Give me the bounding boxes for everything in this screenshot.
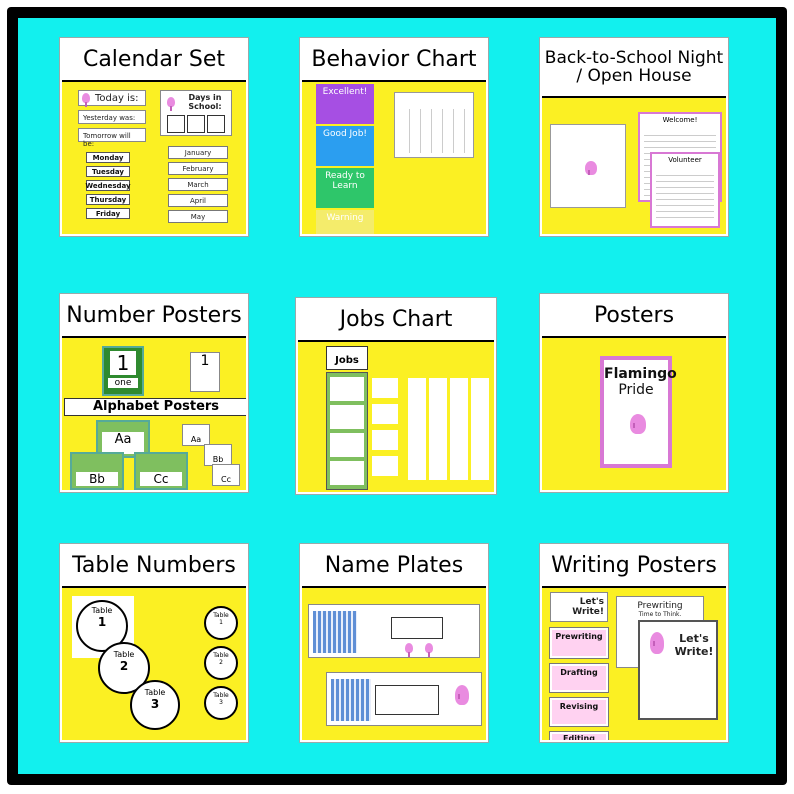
alphabet-card-b: Bb bbox=[70, 452, 124, 490]
number-word: one bbox=[108, 378, 138, 388]
flamingo-icon bbox=[650, 632, 664, 654]
today-card: Today is: bbox=[78, 90, 146, 107]
table-number-small-3: Table 3 bbox=[204, 686, 238, 720]
flyer-sheet bbox=[550, 124, 626, 208]
flamingo-icon bbox=[82, 93, 90, 107]
tile-title: Writing Posters bbox=[542, 546, 726, 588]
volunteer-sheet: Volunteer bbox=[650, 152, 720, 228]
table-number-small-2: Table 2 bbox=[204, 646, 238, 680]
alphabet-small-c: Cc bbox=[212, 464, 240, 486]
table-number-3: Table 3 bbox=[130, 680, 180, 730]
flamingo-icon bbox=[455, 685, 469, 705]
name-plate-1 bbox=[308, 604, 480, 658]
month-label: May bbox=[168, 210, 228, 223]
tile-back-to-school[interactable]: Back-to-School Night / Open House Welcom… bbox=[539, 37, 729, 237]
job-name-cards bbox=[372, 378, 398, 482]
flamingo-icon bbox=[167, 97, 175, 111]
alphabet-small-b: Bb bbox=[204, 444, 232, 466]
job-cards-grid bbox=[408, 378, 490, 480]
tile-posters[interactable]: Posters Flamingo Pride bbox=[539, 293, 729, 493]
writing-step-label: Drafting bbox=[549, 663, 609, 693]
table-number-small-1: Table 1 bbox=[204, 606, 238, 640]
number-digit: 1 bbox=[110, 351, 136, 375]
behavior-level-ready: Ready to Learn bbox=[316, 168, 374, 208]
tile-jobs-chart[interactable]: Jobs Chart Jobs bbox=[295, 297, 497, 495]
lets-write-card: Let's Write! bbox=[550, 592, 608, 622]
calendar-sheet bbox=[394, 92, 474, 158]
tile-title: Calendar Set bbox=[62, 40, 246, 82]
lets-write-poster: Let's Write! bbox=[638, 620, 718, 720]
alphabet-card-c: Cc bbox=[134, 452, 188, 490]
volunteer-label: Volunteer bbox=[668, 156, 702, 164]
poster-line2: Pride bbox=[618, 382, 654, 398]
tile-table-numbers[interactable]: Table Numbers Table 1 Table 2 Table 3 Ta… bbox=[59, 543, 249, 743]
writing-step-label: Prewriting bbox=[549, 627, 609, 659]
days-in-school-card: Days in School: bbox=[160, 90, 232, 136]
flamingo-icon bbox=[585, 161, 597, 175]
name-plate-2 bbox=[326, 672, 482, 726]
tile-title: Posters bbox=[542, 296, 726, 338]
weekday-label: Tuesday bbox=[86, 166, 130, 177]
tile-number-posters[interactable]: Number Posters 1 one 1 Alphabet Posters … bbox=[59, 293, 249, 493]
collage-board: Calendar Set Today is: Yesterday was: To… bbox=[18, 18, 776, 774]
behavior-level-good-job: Good Job! bbox=[316, 126, 374, 166]
tile-title: Jobs Chart bbox=[298, 300, 494, 342]
month-label: March bbox=[168, 178, 228, 191]
alphabet-posters-title: Alphabet Posters bbox=[64, 398, 246, 416]
writing-step-label: Revising bbox=[549, 697, 609, 727]
tile-writing-posters[interactable]: Writing Posters Let's Write! Prewriting … bbox=[539, 543, 729, 743]
writing-step-label: Editing bbox=[549, 731, 609, 740]
behavior-level-excellent: Excellent! bbox=[316, 84, 374, 124]
month-label: January bbox=[168, 146, 228, 159]
poster-line1: Flamingo bbox=[604, 366, 677, 382]
weekday-label: Monday bbox=[86, 152, 130, 163]
tile-title: Behavior Chart bbox=[302, 40, 486, 82]
today-label: Today is: bbox=[95, 93, 139, 104]
outer-frame: Calendar Set Today is: Yesterday was: To… bbox=[7, 7, 787, 785]
flamingo-icon bbox=[425, 643, 433, 657]
tomorrow-card: Tomorrow will be: bbox=[78, 128, 146, 148]
tile-behavior-chart[interactable]: Behavior Chart Excellent! Good Job! Read… bbox=[299, 37, 489, 237]
flamingo-icon bbox=[405, 643, 413, 657]
tile-title: Number Posters bbox=[62, 296, 246, 338]
number-poster-forest: 1 one bbox=[102, 346, 144, 396]
weekday-label: Wednesday bbox=[85, 180, 131, 191]
month-label: April bbox=[168, 194, 228, 207]
alphabet-small-a: Aa bbox=[182, 424, 210, 446]
weekday-label: Friday bbox=[86, 208, 130, 219]
yesterday-card: Yesterday was: bbox=[78, 110, 146, 124]
flamingo-icon bbox=[630, 414, 646, 434]
tile-title: Back-to-School Night / Open House bbox=[542, 40, 726, 98]
behavior-level-warning: Warning bbox=[316, 210, 374, 234]
tile-name-plates[interactable]: Name Plates bbox=[299, 543, 489, 743]
tile-title: Table Numbers bbox=[62, 546, 246, 588]
tile-title: Name Plates bbox=[302, 546, 486, 588]
weekday-label: Thursday bbox=[86, 194, 130, 205]
flamingo-pride-poster: Flamingo Pride bbox=[600, 356, 677, 468]
alphabet-card-a: Aa bbox=[96, 420, 150, 458]
month-label: February bbox=[168, 162, 228, 175]
number-poster-small: 1 bbox=[190, 352, 220, 392]
jobs-column bbox=[326, 372, 368, 490]
jobs-header-card: Jobs bbox=[326, 346, 368, 370]
welcome-label: Welcome! bbox=[662, 116, 698, 124]
days-in-school-label: Days in School: bbox=[188, 93, 222, 111]
tile-calendar-set[interactable]: Calendar Set Today is: Yesterday was: To… bbox=[59, 37, 249, 237]
